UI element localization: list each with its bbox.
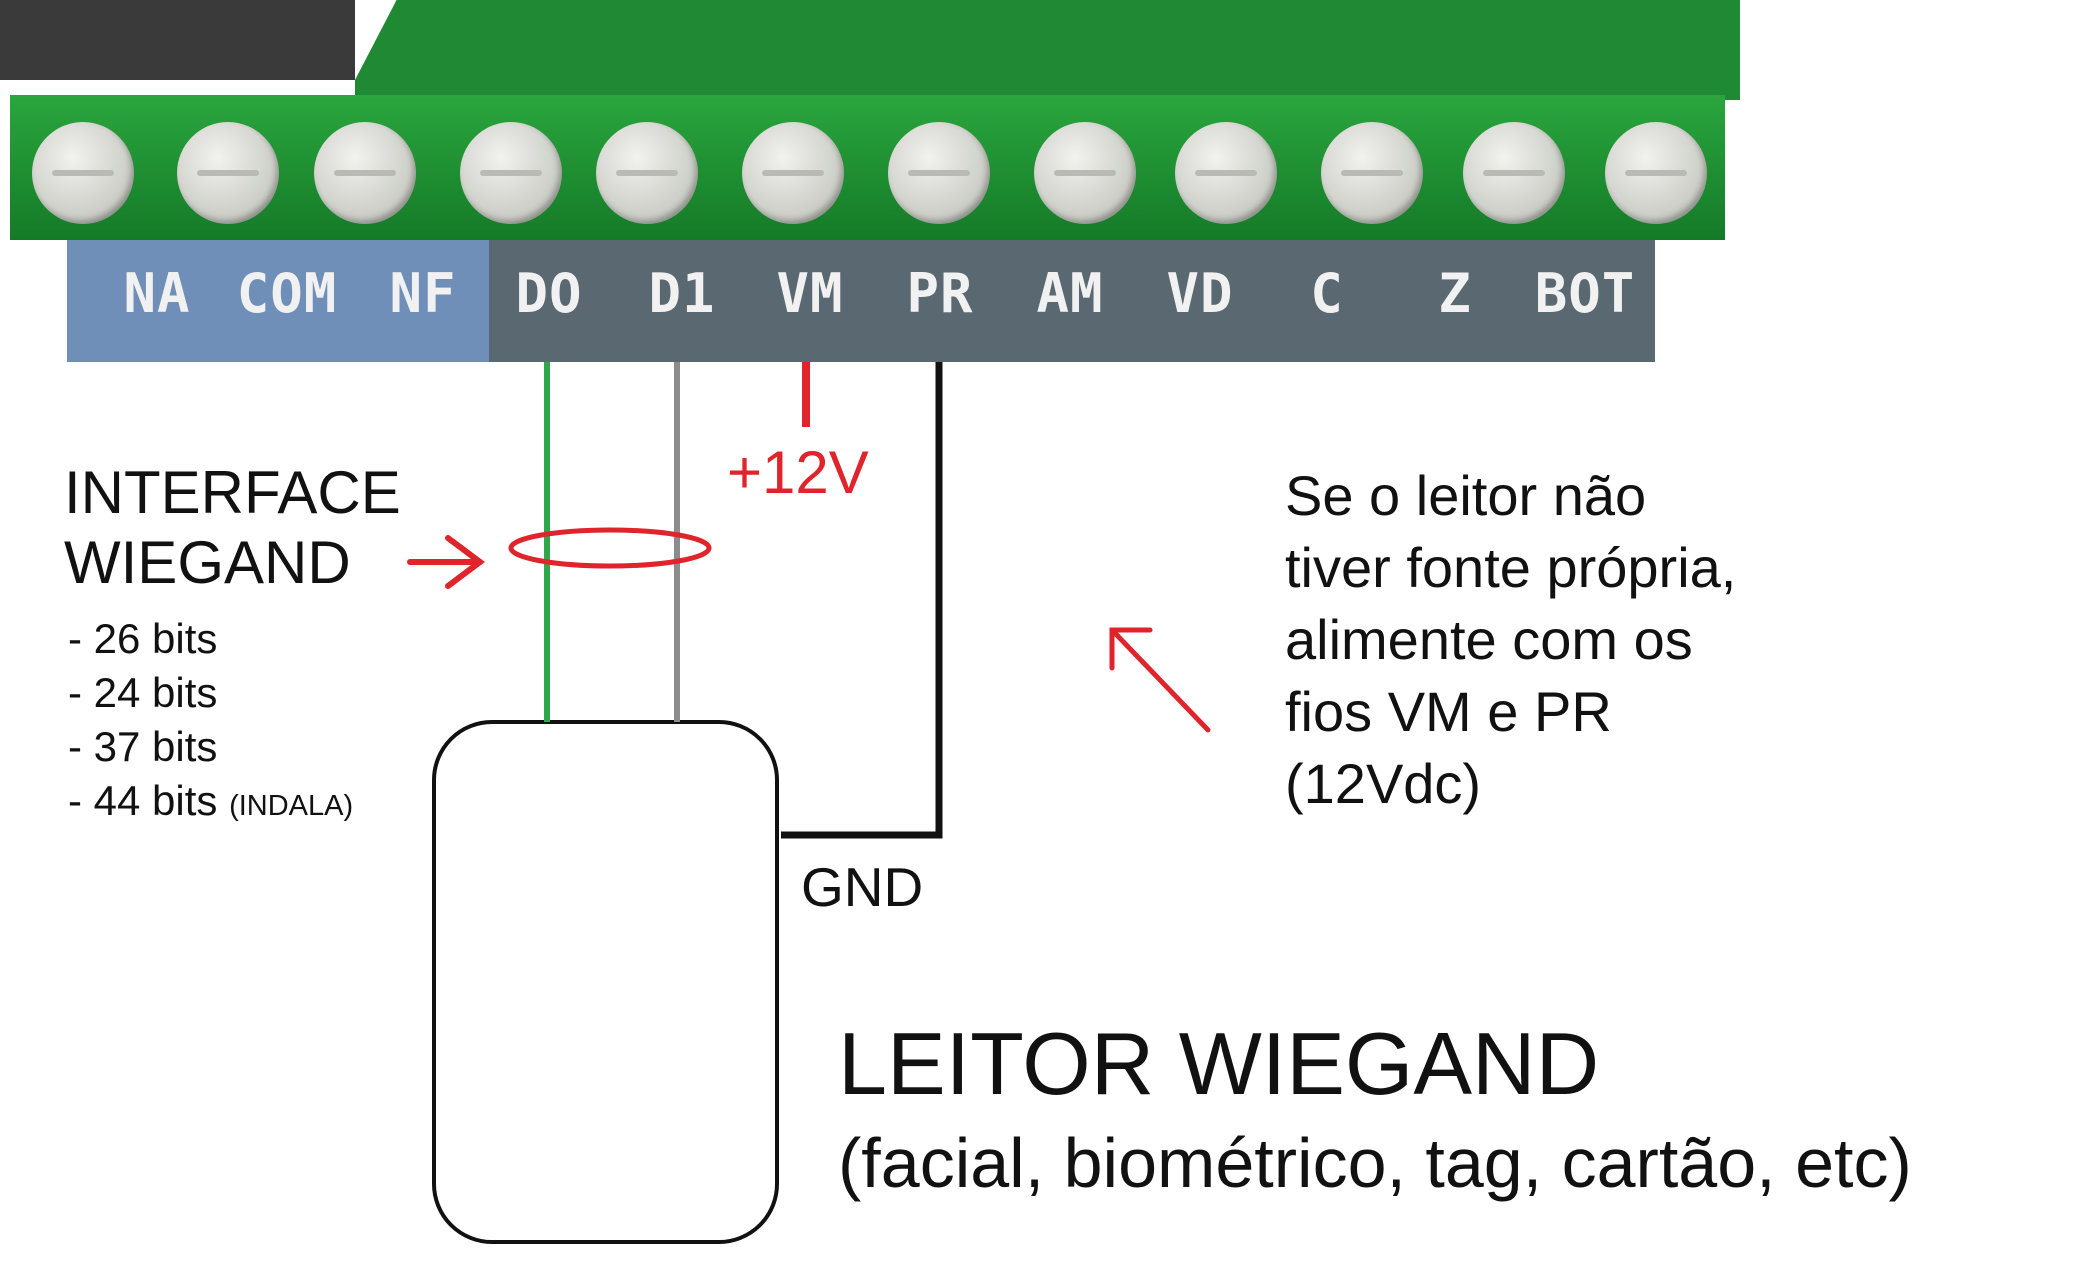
terminal-label-do: DO [515,262,583,325]
terminal-label-pr: PR [906,262,974,325]
reader-title: LEITOR WIEGAND [838,1014,1600,1113]
wire-pr [781,362,943,839]
screw-terminal-bot [1605,122,1707,224]
power-note-line1: Se o leitor não [1285,464,1647,527]
arrow-to-power-wires [1109,627,1211,733]
terminal-label-strip [67,240,1655,362]
bits-item-44-text: - 44 bits [68,777,218,824]
screw-terminal-do [460,122,562,224]
relay-housing [0,0,355,80]
screw-terminal-d1 [596,122,698,224]
power-note-line5: (12Vdc) [1285,752,1482,815]
interface-title-line1: INTERFACE [64,459,401,526]
screw-terminal-vm [742,122,844,224]
wiegand-reader-box [432,720,779,1244]
screw-terminal-nf [314,122,416,224]
bits-item-37: - 37 bits [68,723,218,770]
terminal-block-top [355,0,1740,100]
terminal-label-c: C [1310,262,1344,325]
arrow-to-interface [407,535,485,589]
power-label: +12V [727,439,869,506]
bits-item-24: - 24 bits [68,669,218,716]
screw-terminal-vd [1175,122,1277,224]
terminal-label-am: AM [1036,262,1104,325]
interface-title-line2: WIEGAND [64,529,351,596]
screw-terminal-pr [888,122,990,224]
power-note: Se o leitor não tiver fonte própria, ali… [1285,460,1736,820]
terminal-label-na: NA [123,262,191,325]
bits-item-26: - 26 bits [68,615,218,662]
gnd-label: GND [801,856,924,918]
terminal-label-nf: NF [389,262,457,325]
power-note-line2: tiver fonte própria, [1285,536,1737,599]
terminal-label-z: Z [1438,262,1472,325]
wiegand-cable-ring [508,527,712,569]
screw-terminal-na [32,122,134,224]
power-note-line3: alimente com os [1285,608,1693,671]
reader-subtitle: (facial, biométrico, tag, cartão, etc) [838,1124,1912,1202]
terminal-label-d1: D1 [648,262,716,325]
wiegand-bits-list: - 26 bits - 24 bits - 37 bits - 44 bits … [68,612,353,833]
screw-terminal-com [177,122,279,224]
relay-label-area [67,240,489,362]
screw-terminal-am [1034,122,1136,224]
power-note-line4: fios VM e PR [1285,680,1612,743]
interface-title: INTERFACE WIEGAND [64,458,401,598]
screw-terminal-c [1321,122,1423,224]
terminal-label-vm: VM [776,262,844,325]
terminal-block-body [10,95,1725,240]
screw-terminal-z [1463,122,1565,224]
bits-item-44-note: (INDALA) [229,790,354,822]
terminal-label-bot: BOT [1534,262,1636,325]
bits-item-44: - 44 bits (INDALA) [68,774,353,833]
terminal-label-com: COM [236,262,338,325]
terminal-label-vd: VD [1166,262,1234,325]
